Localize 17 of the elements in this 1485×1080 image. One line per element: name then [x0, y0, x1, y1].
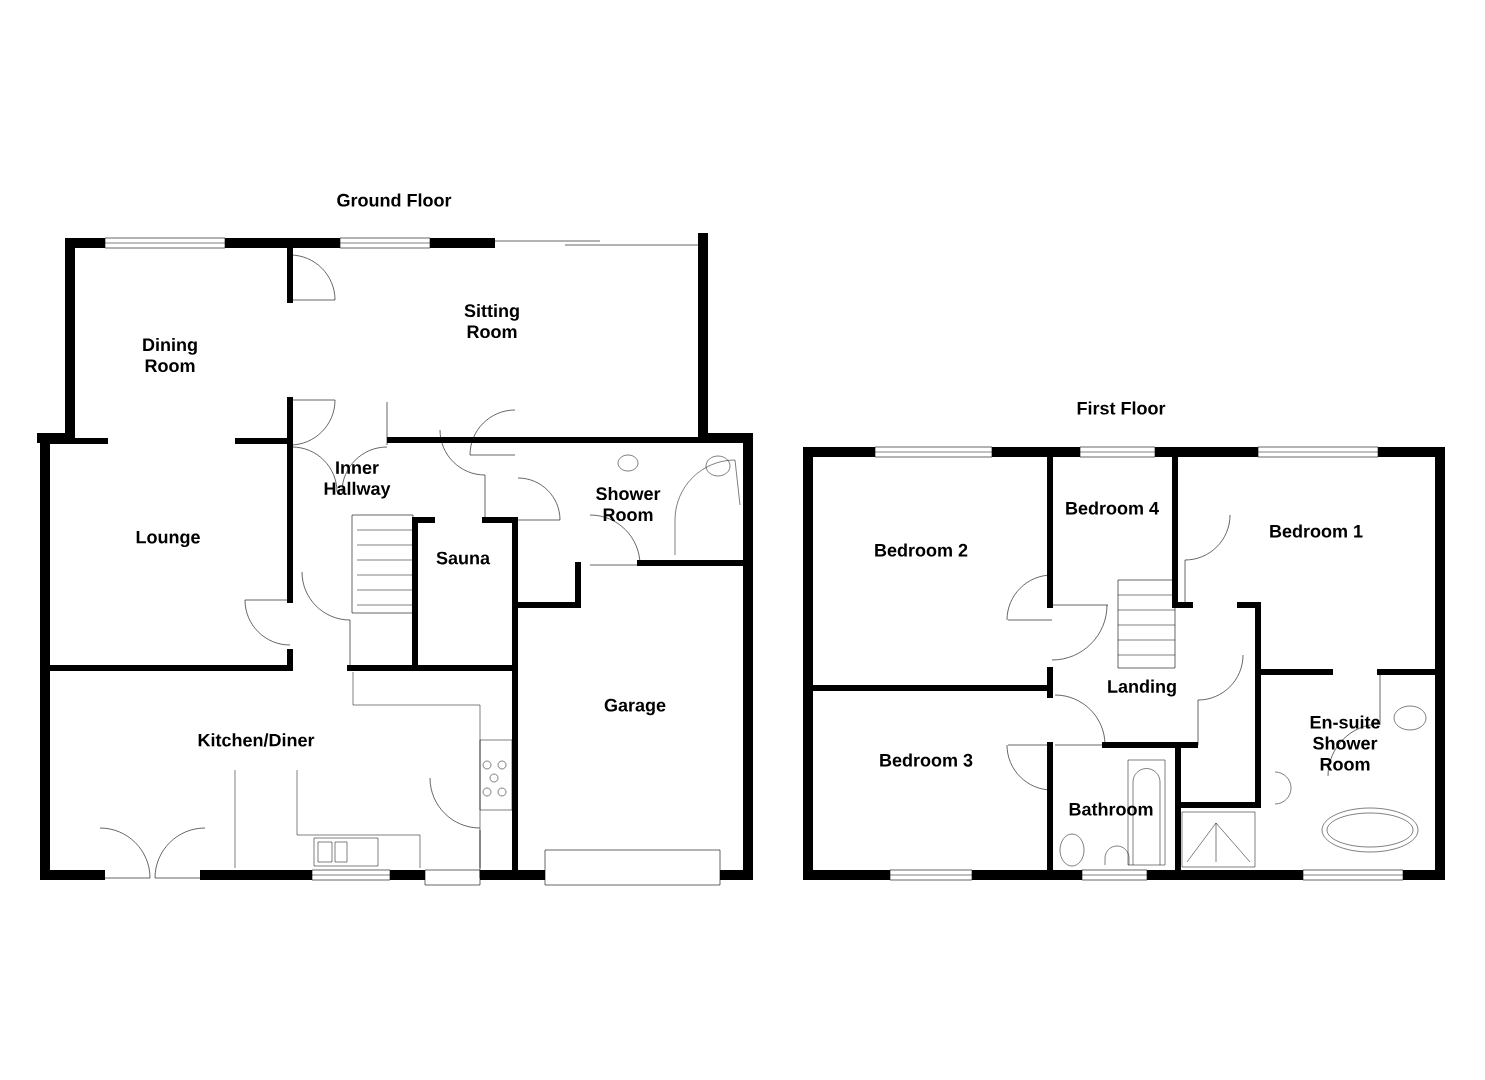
room-label: Bathroom	[1069, 802, 1153, 816]
room-label: En-suite Shower Room	[1310, 715, 1380, 771]
room-label: Bedroom 1	[1270, 524, 1363, 538]
floor-title: Ground Floor	[337, 193, 452, 207]
room-label: Garage	[604, 698, 666, 716]
room-label: Inner Hallway	[324, 461, 391, 499]
room-label: Landing	[1108, 679, 1176, 697]
room-label: Shower Room	[596, 486, 661, 522]
room-label: Bedroom 4	[1066, 501, 1159, 515]
room-label: Bedroom 3	[880, 753, 973, 767]
room-label: Lounge	[136, 530, 200, 548]
room-label: Dining Room	[143, 337, 197, 373]
room-label: Sauna	[436, 551, 491, 565]
room-label: Sitting Room	[464, 303, 519, 339]
room-label: Bedroom 2	[875, 543, 968, 557]
room-label: Kitchen/Diner	[198, 733, 315, 747]
floor-title: First Floor	[1077, 401, 1166, 415]
